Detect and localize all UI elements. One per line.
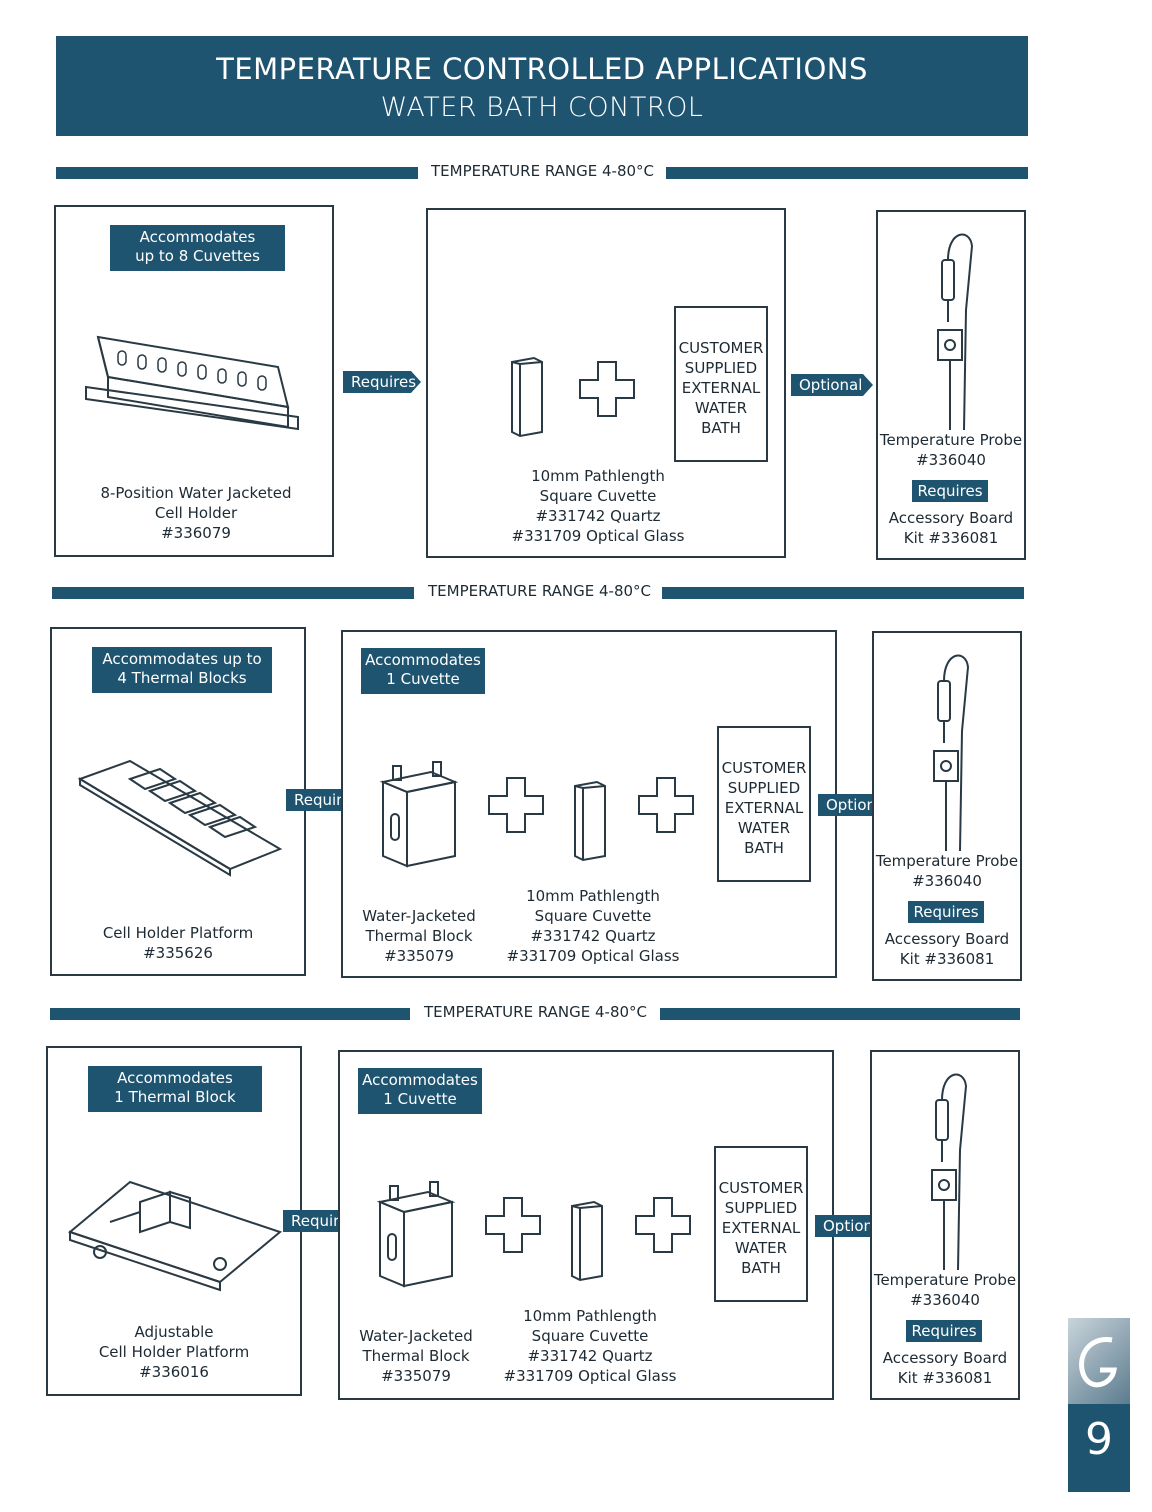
cell-holder-platform-image [77,759,283,877]
page-header: TEMPERATURE CONTROLLED APPLICATIONS WATE… [56,36,1028,136]
probe-caption: Temperature Probe#336040 [879,431,1023,469]
square-cuvette-image [571,1200,603,1282]
probe-panel-3: Temperature Probe#336040 Requires Access… [870,1050,1020,1400]
temperature-range-label: TEMPERATURE RANGE 4-80°C [431,162,655,180]
requires-arrow: Requires [343,371,421,393]
temperature-range-divider-3: TEMPERATURE RANGE 4-80°C [50,1001,1020,1025]
page-number-block: 9 [1068,1318,1130,1492]
temperature-range-divider-2: TEMPERATURE RANGE 4-80°C [52,580,1024,604]
requires-tag: Requires [906,1320,982,1342]
probe-caption: Temperature Probe#336040 [875,852,1019,890]
plus-icon [488,777,544,833]
square-cuvette-image [511,356,543,438]
eight-position-cell-holder-image [85,335,299,431]
plus-icon [579,361,635,417]
temperature-probe-image [933,654,970,852]
holder-caption: Cell Holder Platform#335626 [102,924,254,962]
probe-caption: Temperature Probe#336040 [873,1271,1017,1309]
square-cuvette-image [574,780,606,862]
optional-arrow: Optional [791,374,873,396]
plus-icon [485,1197,541,1253]
probe-panel-1: Temperature Probe#336040 Requires Access… [876,210,1026,560]
temperature-range-label: TEMPERATURE RANGE 4-80°C [424,1003,648,1021]
water-jacketed-thermal-block-image [376,1181,456,1288]
probe-panel-2: Temperature Probe#336040 Requires Access… [872,631,1022,981]
plus-icon [635,1197,691,1253]
temperature-range-label: TEMPERATURE RANGE 4-80°C [428,582,652,600]
temperature-probe-image [937,233,974,431]
page-subtitle: WATER BATH CONTROL [380,92,704,123]
plus-icon [638,777,694,833]
adjustable-cell-holder-platform-image [67,1180,283,1292]
requires-tag: Requires [912,480,988,502]
water-jacketed-thermal-block-image [379,761,459,868]
page-number: 9 [1085,1414,1113,1465]
temperature-probe-image [931,1073,968,1271]
page-title: TEMPERATURE CONTROLLED APPLICATIONS [216,52,868,86]
requires-tag: Requires [908,901,984,923]
temperature-range-divider-1: TEMPERATURE RANGE 4-80°C [56,160,1028,184]
brand-logo-icon [1068,1318,1130,1404]
